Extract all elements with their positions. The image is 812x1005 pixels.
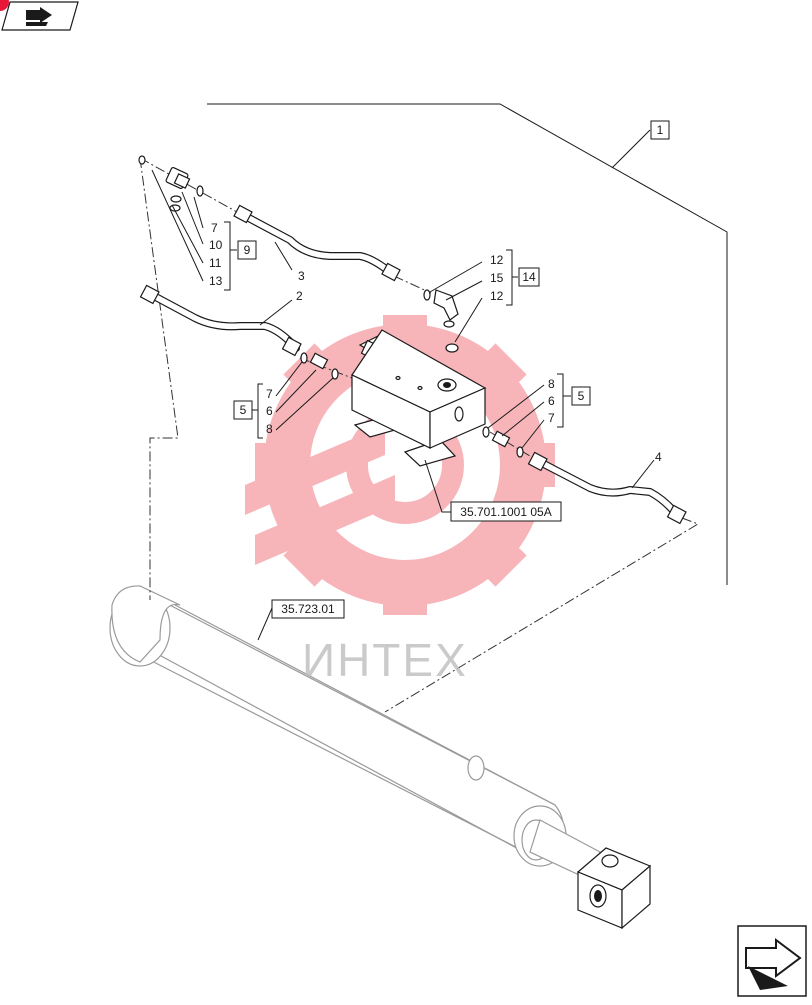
callout-5-left-box[interactable] bbox=[233, 400, 253, 420]
cylinder-ref-link: 35.723.01 bbox=[281, 602, 335, 616]
group-label-box[interactable] bbox=[650, 120, 670, 140]
back-arrow-icon bbox=[26, 7, 52, 26]
elbow-fitting-assembly bbox=[423, 289, 459, 353]
callout-14-box[interactable] bbox=[518, 267, 540, 287]
callout-5-left: 5 bbox=[240, 403, 247, 417]
back-nav-button[interactable] bbox=[0, 0, 79, 31]
callout-6-right: 6 bbox=[548, 394, 555, 408]
group-label: 1 bbox=[657, 123, 664, 137]
callout-8-right: 8 bbox=[548, 377, 555, 391]
callout-2: 2 bbox=[296, 289, 303, 303]
valve-block bbox=[351, 329, 487, 467]
callout-5-right-box[interactable] bbox=[571, 386, 591, 406]
group-outline bbox=[207, 103, 728, 585]
callout-13: 13 bbox=[209, 274, 223, 288]
next-page-button[interactable] bbox=[737, 925, 807, 997]
callout-3: 3 bbox=[298, 269, 305, 283]
callout-4: 4 bbox=[655, 450, 662, 464]
hydraulic-cylinder bbox=[109, 585, 652, 930]
callout-7-top: 7 bbox=[211, 221, 218, 235]
callout-7-right: 7 bbox=[548, 411, 555, 425]
callout-9-box[interactable] bbox=[237, 240, 257, 260]
assembly-line bbox=[299, 357, 353, 379]
callout-5-right: 5 bbox=[578, 389, 585, 403]
tee-fitting-assembly bbox=[138, 155, 204, 212]
pipe-3 bbox=[233, 204, 401, 282]
callout-15: 15 bbox=[490, 271, 504, 285]
callout-6-left: 6 bbox=[266, 404, 273, 418]
next-page-arrow-icon bbox=[745, 938, 802, 990]
pipe-2 bbox=[139, 284, 302, 357]
left-adapter-set bbox=[300, 352, 339, 380]
callout-10: 10 bbox=[209, 238, 223, 252]
corner-marker-icon bbox=[0, 0, 9, 11]
callout-8-left: 8 bbox=[266, 422, 273, 436]
callout-14: 14 bbox=[522, 270, 536, 284]
callout-11: 11 bbox=[209, 256, 222, 270]
callout-12-top: 12 bbox=[490, 253, 504, 267]
callout-12-bottom: 12 bbox=[490, 289, 504, 303]
assembly-line bbox=[384, 517, 700, 713]
assembly-line bbox=[139, 157, 179, 600]
watermark-text: ИНТЕХ bbox=[302, 634, 468, 686]
assembly-line bbox=[139, 157, 238, 213]
pipe-4 bbox=[527, 451, 687, 525]
assembly-line bbox=[393, 275, 432, 294]
callout-7-left: 7 bbox=[266, 387, 273, 401]
callout-9: 9 bbox=[244, 243, 251, 257]
right-adapter-set bbox=[482, 426, 524, 458]
valve-ref-box[interactable] bbox=[450, 501, 562, 522]
cylinder-ref-box[interactable] bbox=[271, 599, 345, 619]
valve-ref-link: 35.701.1001 05A bbox=[460, 505, 551, 519]
